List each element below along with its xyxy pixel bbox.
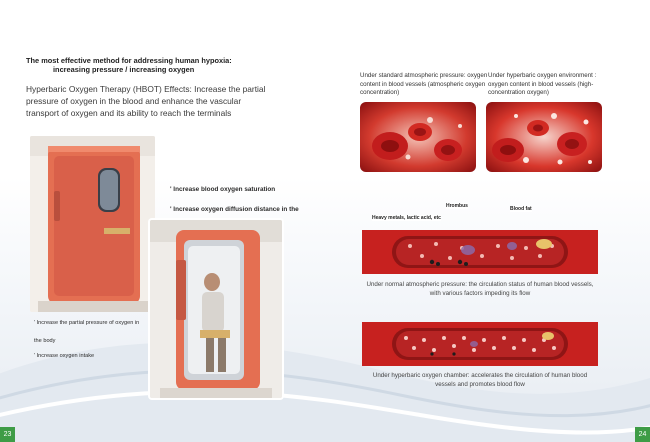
page-number-left: 23 (0, 427, 15, 442)
title-line-1: The most effective method for addressing… (26, 56, 232, 65)
bullet-oxygen-saturation: ' Increase blood oxygen saturation (170, 186, 276, 193)
hbot-intro-text: Hyperbaric Oxygen Therapy (HBOT) Effects… (26, 84, 266, 118)
page-title: The most effective method for addressing… (26, 56, 326, 75)
bullet-diffusion-distance: ' Increase oxygen diffusion distance in … (170, 206, 299, 213)
label-heavy-metals: Heavy metals, lactic acid, etc (372, 215, 441, 221)
chamber-photo-open (150, 220, 282, 398)
vessel-normal-caption: Under normal atmospheric pressure: the c… (366, 281, 594, 297)
label-thrombus: Hrombus (446, 203, 468, 209)
hyperbaric-caption: Under hyperbaric oxygen environment : ox… (488, 72, 597, 97)
vessel-hyperbaric-caption: Under hyperbaric oxygen chamber: acceler… (372, 372, 588, 388)
bullet-partial-pressure: ' Increase the partial pressure of oxyge… (34, 320, 140, 326)
label-blood-fat: Blood fat (510, 206, 532, 212)
bullet-oxygen-intake: ' Increase oxygen intake (34, 353, 95, 359)
title-line-2: increasing pressure / increasing oxygen (53, 65, 195, 75)
standard-pressure-caption: Under standard atmospheric pressure: oxy… (360, 72, 488, 97)
hyperbaric-blood-micrograph (486, 102, 602, 172)
standard-blood-micrograph (360, 102, 476, 172)
chamber-photo-closed (30, 136, 155, 312)
page-number-right: 24 (635, 427, 650, 442)
vessel-diagram-normal (362, 226, 598, 278)
bullet-partial-pressure-cont: the body (34, 338, 56, 344)
vessel-diagram-hyperbaric (362, 318, 598, 370)
